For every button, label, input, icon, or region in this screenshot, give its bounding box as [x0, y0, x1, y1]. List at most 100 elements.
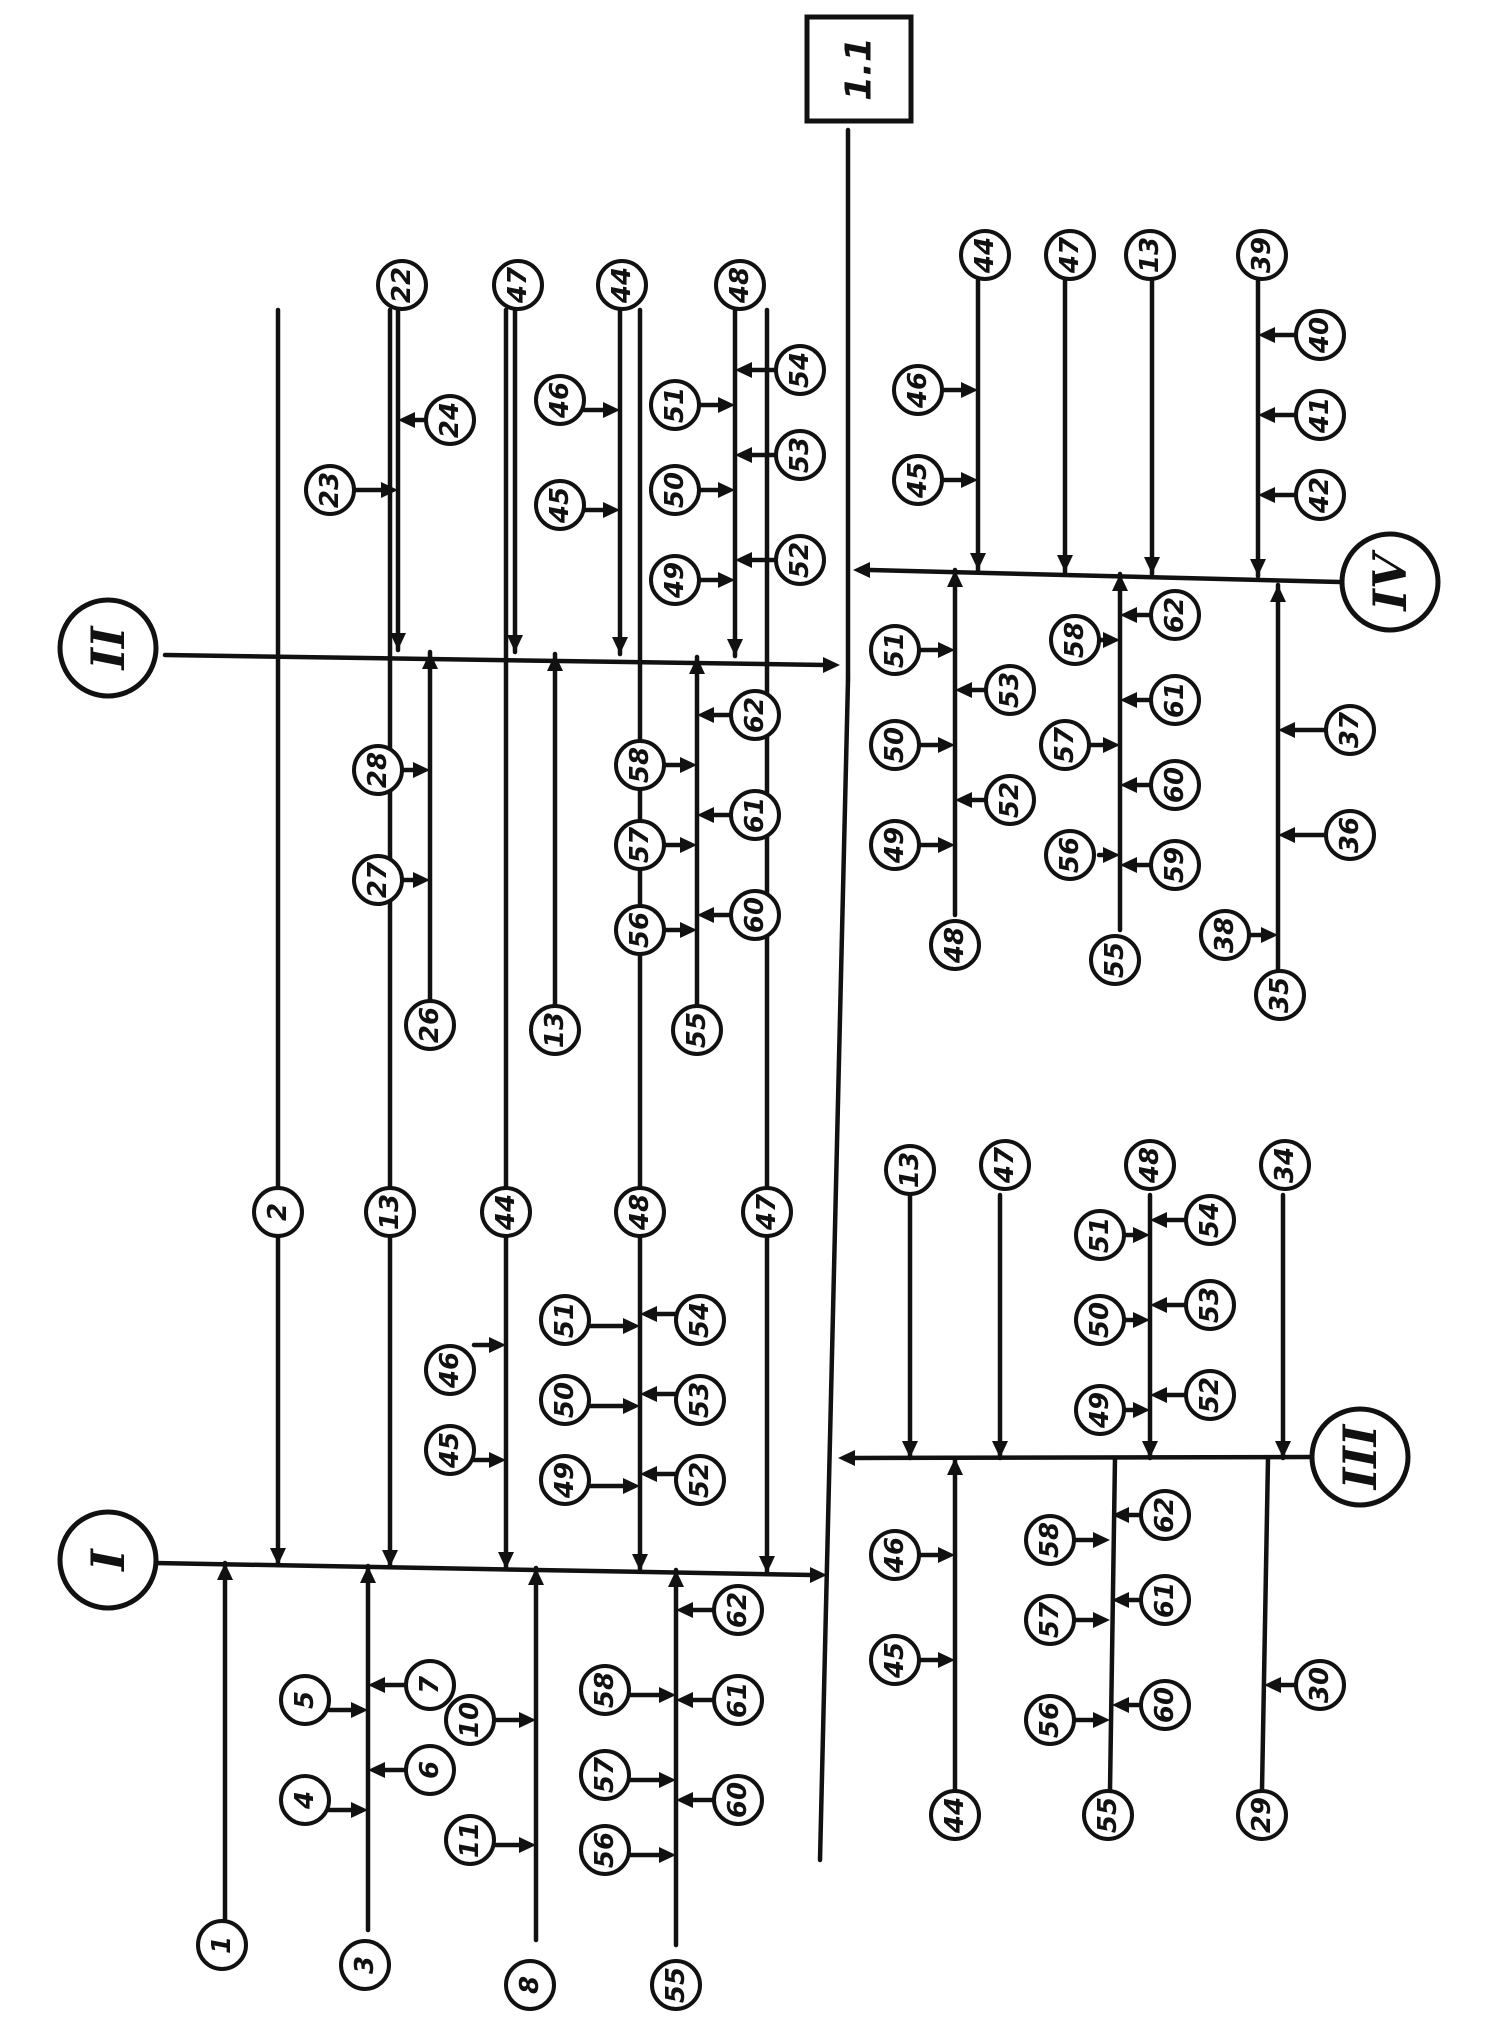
- node-label: 8: [515, 1976, 545, 1994]
- node-circle: [674, 1294, 726, 1346]
- node-circle: [774, 534, 826, 586]
- node-57: 57: [579, 1749, 631, 1801]
- node-2: 2: [252, 1186, 304, 1238]
- node-62: 62: [1139, 1489, 1191, 1541]
- arrowhead-36: [381, 482, 398, 498]
- node-circle: [1149, 839, 1201, 891]
- node-3: 3: [339, 1939, 391, 1991]
- arrowhead-14: [640, 1466, 657, 1482]
- node-label: 48: [940, 927, 970, 964]
- arrowhead-57: [838, 1450, 855, 1466]
- node-label: 29: [1247, 1797, 1277, 1833]
- connection-lines: [152, 127, 1343, 1948]
- node-circle: [1184, 1194, 1236, 1246]
- node-label: 55: [682, 1012, 712, 1048]
- node-circle: [579, 1824, 631, 1876]
- node-circle: [741, 1186, 793, 1238]
- arrowhead-30: [676, 1792, 693, 1808]
- node-46: 46: [892, 364, 944, 416]
- node-circle: [1124, 1139, 1176, 1191]
- node-circle: [279, 1774, 331, 1826]
- node-circle: [671, 1004, 723, 1056]
- node-circle: [712, 1674, 764, 1726]
- node-22: 22: [376, 259, 428, 311]
- arrowhead-67: [1150, 1387, 1167, 1403]
- node-56: 56: [1024, 1694, 1076, 1746]
- node-49: 49: [649, 554, 701, 606]
- node-label: 44: [940, 1797, 970, 1834]
- node-label: 58: [625, 747, 655, 783]
- node-label: 24: [435, 402, 465, 438]
- node-circle: [674, 1374, 726, 1426]
- node-circle: [1044, 829, 1096, 881]
- node-circle: [729, 789, 781, 841]
- node-label: 58: [1060, 622, 1090, 658]
- node-label: 49: [550, 1462, 580, 1499]
- node-54: 54: [774, 344, 826, 396]
- node-label: 3: [350, 1956, 380, 1974]
- node-circle: [884, 1144, 936, 1196]
- node-circle: [869, 719, 921, 771]
- node-label: 26: [415, 1007, 445, 1043]
- arrowhead-20: [351, 1802, 368, 1818]
- arrowhead-69: [938, 1547, 955, 1563]
- arrowhead-64: [1133, 1402, 1150, 1418]
- node-label: 49: [880, 827, 910, 864]
- arrowhead-45: [735, 552, 752, 568]
- node-label: 44: [970, 237, 1000, 274]
- node-circle: [1124, 229, 1176, 281]
- node-circle: [729, 689, 781, 741]
- arrowhead-8: [489, 1452, 506, 1468]
- node-54: 54: [674, 1294, 726, 1346]
- node-circle: [1024, 1694, 1076, 1746]
- node-46: 46: [869, 1529, 921, 1581]
- arrowhead-21: [368, 1677, 385, 1693]
- subassembly-node-label: II: [81, 625, 135, 672]
- node-5: 5: [279, 1674, 331, 1726]
- node-55: 55: [1082, 1789, 1134, 1841]
- arrowhead-17: [528, 1568, 544, 1585]
- node-10: 10: [444, 1694, 496, 1746]
- node-circle: [534, 374, 586, 426]
- node-49: 49: [869, 819, 921, 871]
- node-42: 42: [1294, 469, 1346, 521]
- node-50: 50: [649, 464, 701, 516]
- node-51: 51: [1074, 1209, 1126, 1261]
- node-circle: [892, 364, 944, 416]
- node-label: 62: [740, 697, 770, 733]
- node-circle: [539, 1294, 591, 1346]
- arrowhead-70: [938, 1652, 955, 1668]
- node-circle: [674, 1454, 726, 1506]
- node-label: 23: [315, 472, 345, 508]
- connector-line-59: [852, 1454, 1318, 1461]
- node-circle: [869, 1529, 921, 1581]
- node-circle: [504, 1959, 556, 2011]
- node-54: 54: [1184, 1194, 1236, 1246]
- arrowhead-91: [938, 837, 955, 853]
- node-label: 36: [1335, 817, 1365, 853]
- node-50: 50: [539, 1374, 591, 1426]
- node-30: 30: [1294, 1659, 1346, 1711]
- root-assembly: 1.1: [804, 14, 914, 124]
- node-circle: [979, 1139, 1031, 1191]
- node-circle: [1294, 389, 1346, 441]
- arrowhead-63: [1133, 1312, 1150, 1328]
- node-56: 56: [1044, 829, 1096, 881]
- arrowhead-28: [676, 1602, 693, 1618]
- arrowhead-59: [992, 1441, 1008, 1458]
- arrowhead-43: [735, 362, 752, 378]
- node-label: 60: [740, 897, 770, 933]
- node-circle: [614, 1186, 666, 1238]
- node-46: 46: [424, 1344, 476, 1396]
- node-label: 39: [1247, 237, 1277, 273]
- node-label: 51: [880, 632, 910, 668]
- arrowhead-51: [680, 757, 697, 773]
- node-circle: [529, 1004, 581, 1056]
- arrowhead-49: [413, 762, 430, 778]
- node-label: 46: [903, 372, 933, 409]
- node-label: 6: [415, 1761, 445, 1779]
- connector-line-82: [867, 567, 1343, 585]
- node-label: 11: [455, 1822, 485, 1858]
- arrowhead-52: [680, 837, 697, 853]
- node-circle: [1294, 469, 1346, 521]
